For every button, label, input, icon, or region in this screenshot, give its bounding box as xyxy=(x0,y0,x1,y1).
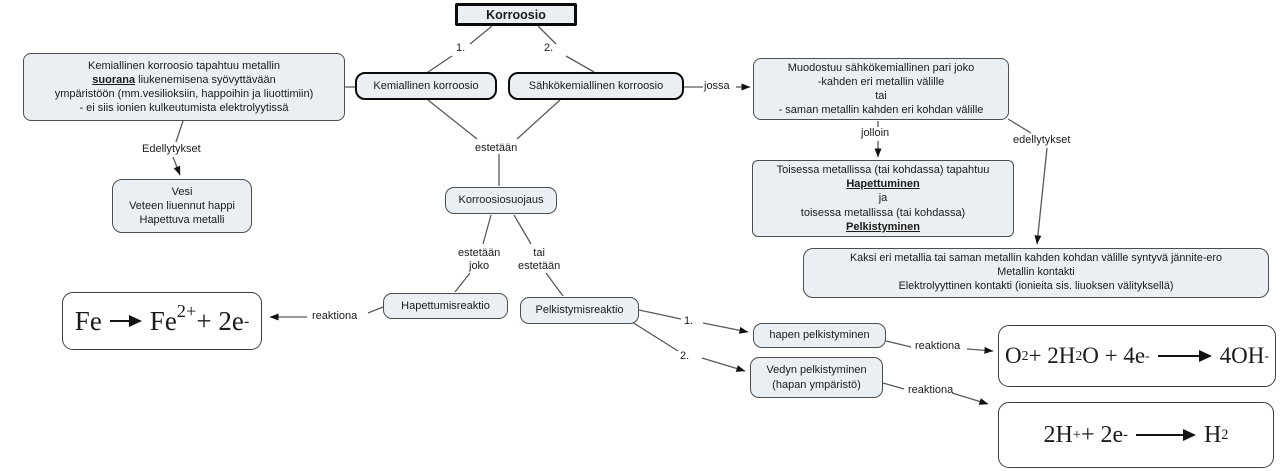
node-hapen-pelkistyminen: hapen pelkistyminen xyxy=(753,323,886,348)
info-line: Toisessa metallissa (tai kohdassa) tapah… xyxy=(776,164,990,177)
edge-label-estetaan: estetään xyxy=(475,142,518,154)
info-line: -kahden eri metallin välille xyxy=(817,75,945,88)
node-vedyn-pelkistyminen: Vedyn pelkistyminen (hapan ympäristö) xyxy=(750,357,883,398)
edge-label-1: 1. xyxy=(456,42,466,54)
emphasized-term: Pelkistyminen xyxy=(846,220,920,233)
connector xyxy=(631,321,679,352)
info-line: toisessa metallissa (tai kohdassa) xyxy=(800,206,966,219)
edge-label-1-right: 1. xyxy=(684,315,694,327)
info-line: Veteen liuennut happi xyxy=(129,199,235,212)
eq-term: 4OH xyxy=(1219,343,1265,369)
reaction-arrow-icon xyxy=(1157,349,1212,362)
connector-arrow xyxy=(951,392,989,405)
connector xyxy=(469,25,493,45)
node-label: Vedyn pelkistyminen xyxy=(766,364,867,377)
eq-term: 2H xyxy=(1043,421,1073,448)
node-hapettumisreaktio: Hapettumisreaktio xyxy=(383,293,508,319)
node-label: Korroosio xyxy=(486,7,546,22)
eq-term: + 2e xyxy=(196,305,244,336)
node-pelkistymisreaktio: Pelkistymisreaktio xyxy=(520,297,639,324)
node-label: Pelkistymisreaktio xyxy=(535,304,624,317)
node-label: Hapettumisreaktio xyxy=(401,299,490,312)
edge-label-estetaan-joko: estetään joko xyxy=(458,247,501,272)
eq-term: Fe xyxy=(74,305,102,336)
connector xyxy=(565,55,595,73)
eq-term: + 2e xyxy=(1080,421,1124,448)
connector-arrow xyxy=(966,346,994,354)
node-label: (hapan ympäristö) xyxy=(772,378,861,391)
info-line: Metallin kontakti xyxy=(997,266,1075,279)
edge-label-reaktiona-fe: reaktiona xyxy=(312,310,358,322)
connector xyxy=(545,272,564,297)
connector xyxy=(454,272,471,293)
info-line: ympäristöön (mm.vesilioksiin, happoihin … xyxy=(54,88,314,100)
info-line: Muodostuu sähkökemiallinen pari joko xyxy=(787,61,975,74)
info-box-kemiallinen: Kemiallinen korroosio tapahtuu metallin … xyxy=(23,53,345,121)
connector xyxy=(367,306,384,314)
info-box-edellytykset-right: Kaksi eri metallia tai saman metallin ka… xyxy=(803,248,1269,298)
connector xyxy=(885,340,912,348)
connector xyxy=(427,55,453,73)
node-korroosiosuojaus: Korroosiosuojaus xyxy=(445,187,557,214)
connector xyxy=(537,25,557,45)
eq-term: + 2H xyxy=(1028,343,1076,369)
emphasized-term: Hapettuminen xyxy=(846,178,920,191)
edge-label-edellytykset: Edellytykset xyxy=(142,143,201,155)
eq-term: Fe xyxy=(149,305,177,336)
info-line: Kaksi eri metallia tai saman metallin ka… xyxy=(849,252,1223,265)
node-label: Kemiallinen korroosio xyxy=(373,79,479,92)
info-line: suorana liukenemisena syövyttävään xyxy=(92,73,276,86)
info-line: - ei siis ionien kulkeutumista elektroly… xyxy=(79,102,289,115)
edge-label-edellytykset-right: edellytykset xyxy=(1013,134,1071,146)
edge-label-reaktiona-o2: reaktiona xyxy=(915,340,961,352)
info-line: Kemiallinen korroosio tapahtuu metallin xyxy=(88,59,280,72)
info-box-hapettuminen-pelkistyminen: Toisessa metallissa (tai kohdassa) tapah… xyxy=(752,160,1014,237)
connector xyxy=(482,214,492,245)
info-box-sahkokemiallinen: Muodostuu sähkökemiallinen pari joko -ka… xyxy=(753,58,1009,120)
node-label: hapen pelkistyminen xyxy=(769,329,870,342)
info-line: - saman metallin kahden eri kohdan välil… xyxy=(778,104,984,117)
edge-label-jossa: jossa xyxy=(704,80,730,92)
info-line: Hapettuva metalli xyxy=(139,214,225,227)
edge-label-reaktiona-h2: reaktiona xyxy=(908,384,954,396)
eq-term: H xyxy=(1203,421,1222,448)
connector-arrow xyxy=(701,357,746,372)
connector-arrow xyxy=(702,322,749,334)
reaction-arrow-icon xyxy=(1135,428,1196,441)
eq-term: O xyxy=(1005,343,1022,369)
node-sahkokemiallinen-korroosio: Sähkökemiallinen korroosio xyxy=(508,72,684,100)
connector xyxy=(1007,118,1032,134)
node-korroosio: Korroosio xyxy=(455,3,577,26)
connector xyxy=(513,214,532,245)
edge-label-jolloin: jolloin xyxy=(861,127,890,139)
eq-term: O + 4e xyxy=(1082,343,1146,369)
info-line: Vesi xyxy=(171,185,193,198)
edge-label-2: 2. xyxy=(544,42,554,54)
info-line: Elektrolyyttinen kontakti (ionieita sis.… xyxy=(898,279,1174,292)
connector-arrow xyxy=(172,156,181,176)
connector xyxy=(175,120,184,143)
edge-label-tai-estetaan: tai estetään xyxy=(518,247,561,272)
reaction-arrow-icon xyxy=(109,314,142,327)
node-kemiallinen-korroosio: Kemiallinen korroosio xyxy=(355,72,497,100)
connector xyxy=(882,382,905,390)
node-label: Sähkökemiallinen korroosio xyxy=(528,79,664,92)
connector-arrow xyxy=(1034,147,1048,245)
info-line: tai xyxy=(875,90,887,102)
connector xyxy=(516,99,561,140)
connector xyxy=(427,99,478,140)
connector xyxy=(638,309,682,320)
emphasized-term: suorana xyxy=(92,73,136,86)
node-label: Korroosiosuojaus xyxy=(458,194,544,207)
info-box-edellytykset: Vesi Veteen liuennut happi Hapettuva met… xyxy=(112,179,252,233)
info-line: ja xyxy=(878,192,888,205)
edge-label-2-right: 2. xyxy=(680,350,690,362)
